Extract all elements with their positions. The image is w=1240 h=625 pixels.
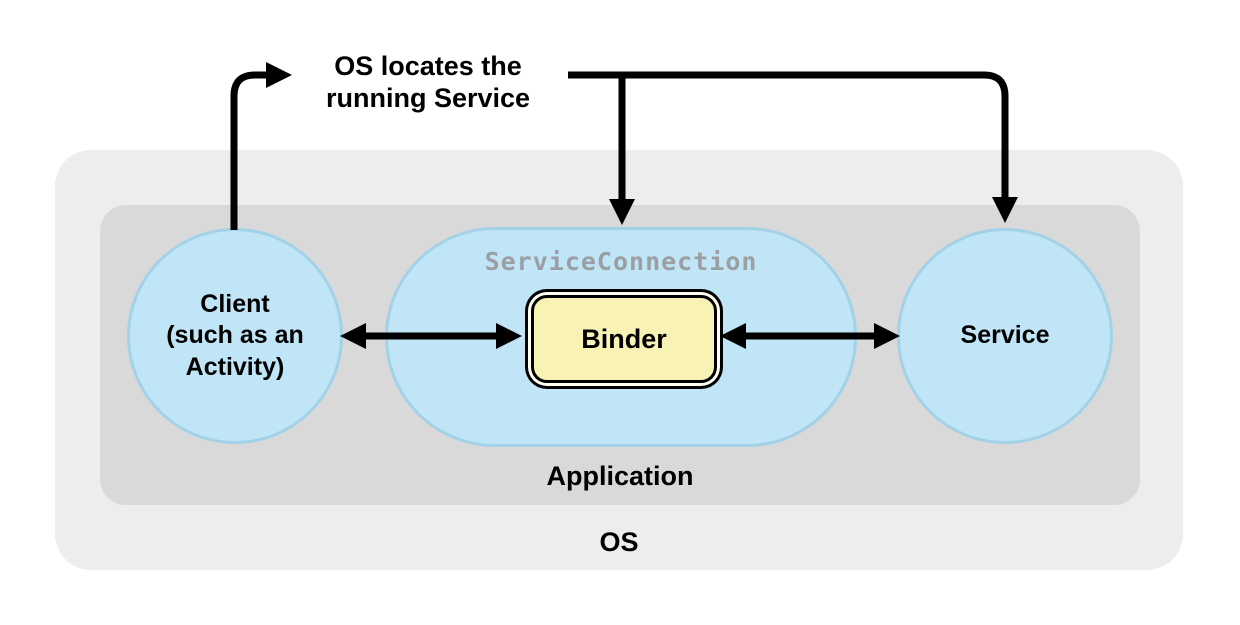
service-node: Service xyxy=(897,228,1113,444)
client-label-line2: (such as an xyxy=(166,321,304,350)
annotation-text: OS locates the running Service xyxy=(300,50,556,115)
client-node: Client (such as an Activity) xyxy=(127,228,343,444)
application-label: Application xyxy=(546,461,694,491)
service-connection-label: ServiceConnection xyxy=(484,247,758,276)
client-label-line1: Client xyxy=(200,290,270,319)
annotation-line2: running Service xyxy=(325,83,531,114)
client-label: Client (such as an Activity) xyxy=(166,289,304,383)
arrowhead-right-annotation xyxy=(266,62,292,88)
client-label-line3: Activity) xyxy=(185,352,285,381)
os-label: OS xyxy=(599,527,639,557)
binder-node: Binder xyxy=(531,295,717,383)
annotation-line1: OS locates the xyxy=(334,51,522,81)
binder-label: Binder xyxy=(581,323,667,354)
service-label: Service xyxy=(960,321,1050,350)
